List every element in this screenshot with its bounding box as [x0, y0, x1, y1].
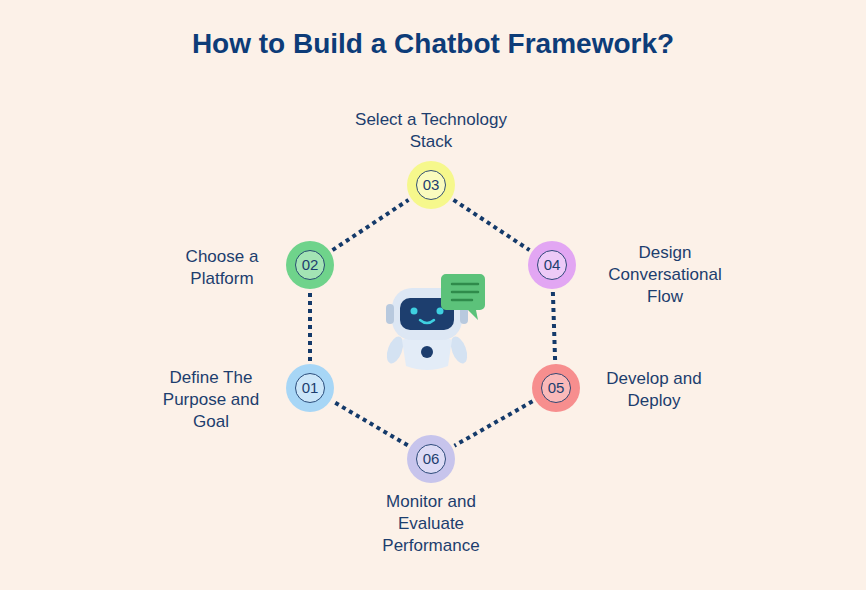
step-circle: 02Choose a Platform — [286, 241, 334, 289]
diagram-title: How to Build a Chatbot Framework? — [0, 28, 866, 60]
step-number: 04 — [528, 241, 576, 289]
step-number: 05 — [532, 364, 580, 412]
dotted-connector — [333, 200, 409, 250]
dotted-connector — [333, 402, 407, 446]
step-label: Choose a Platform — [172, 246, 272, 290]
speech-bubble — [441, 274, 485, 320]
step-number: 02 — [286, 241, 334, 289]
step-label: Develop and Deploy — [594, 368, 714, 412]
dotted-connector — [454, 200, 530, 250]
step-label: Select a Technology Stack — [344, 109, 519, 153]
step-circle: 01Define The Purpose and Goal — [286, 364, 334, 412]
step-circle: 04Design Conversational Flow — [528, 241, 576, 289]
step-circle: 03Select a Technology Stack — [407, 161, 455, 209]
step-label: Define The Purpose and Goal — [150, 367, 272, 433]
step-label: Design Conversational Flow — [590, 242, 740, 308]
step-number: 06 — [407, 435, 455, 483]
step-circle: 06Monitor and Evaluate Performance — [407, 435, 455, 483]
dotted-connector — [553, 292, 555, 361]
step-circle: 05Develop and Deploy — [532, 364, 580, 412]
step-number: 01 — [286, 364, 334, 412]
dotted-connector — [308, 292, 312, 361]
step-label: Monitor and Evaluate Performance — [366, 491, 496, 557]
dotted-connector — [454, 401, 532, 445]
step-number: 03 — [407, 161, 455, 209]
